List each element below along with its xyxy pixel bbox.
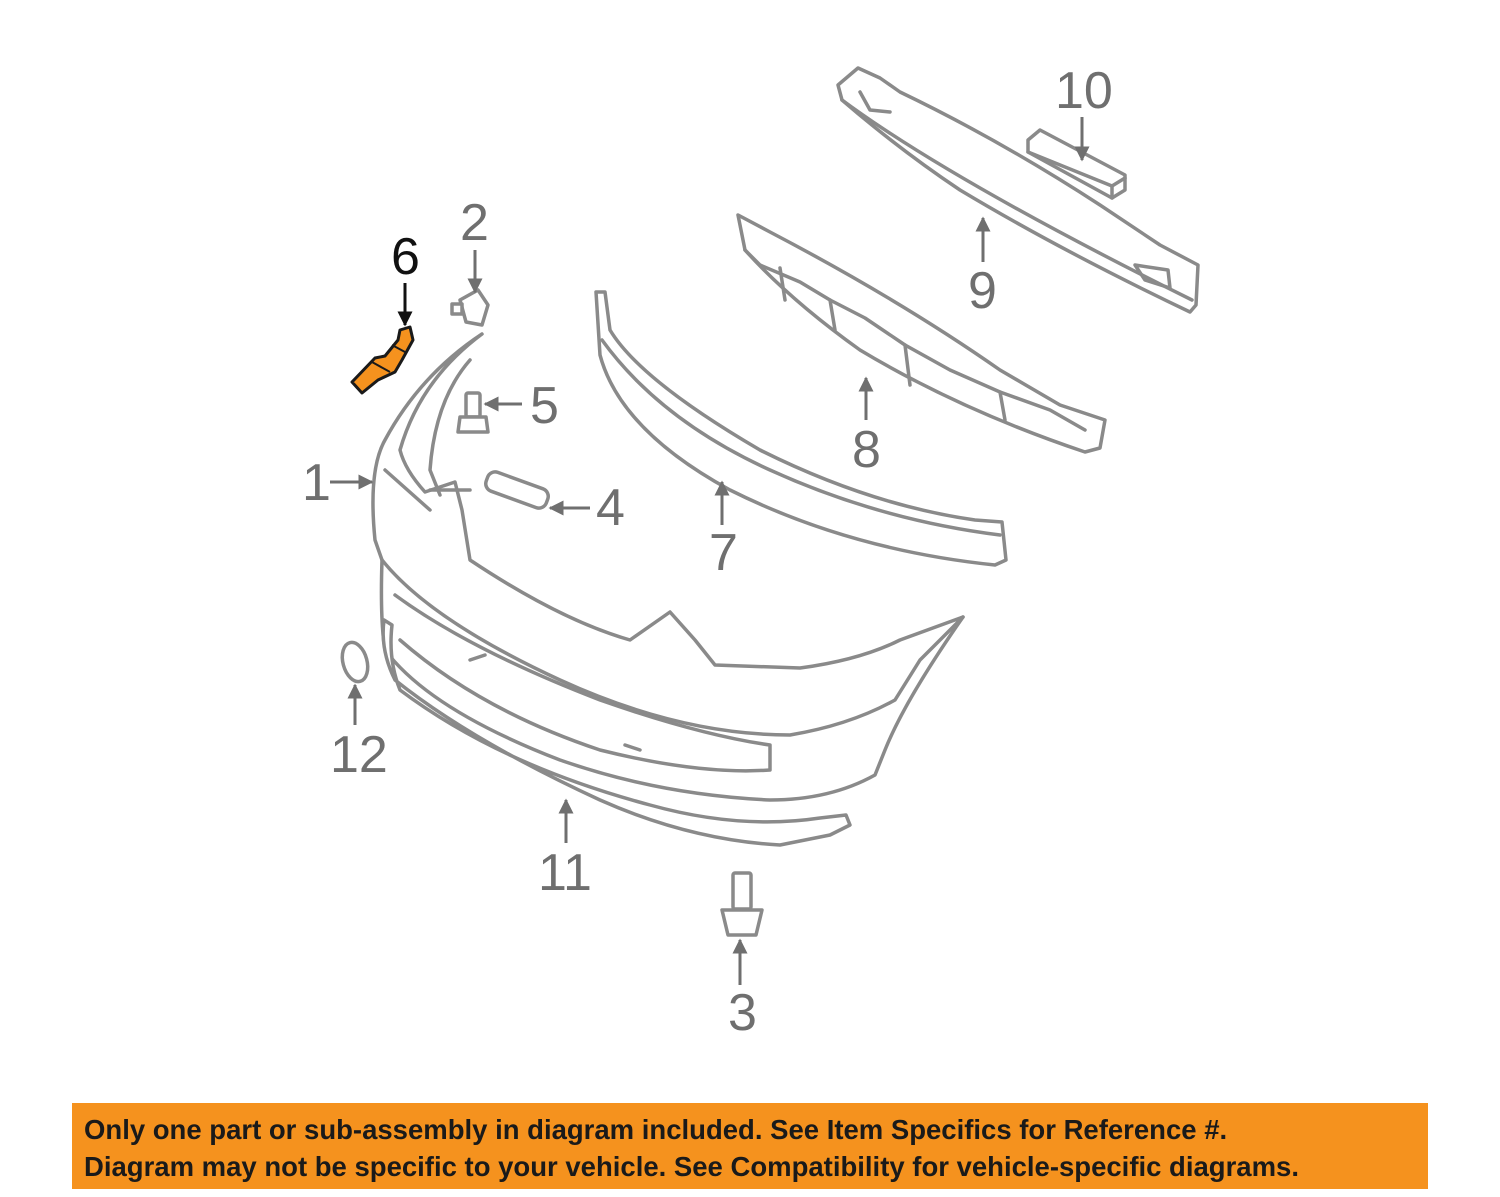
callout-8: 8 [852,421,881,479]
part-11-lower-lip [381,618,852,847]
callout-arrows [330,117,1090,985]
callout-1: 1 [302,454,331,512]
callout-11: 11 [538,844,592,902]
callout-6: 6 [391,228,420,286]
part-5-bolt [456,391,490,434]
part-7-retainer-strip [594,290,1008,567]
callout-9: 9 [968,262,997,320]
callout-5: 5 [530,377,559,435]
callout-7: 7 [709,524,738,582]
callout-labels: 1 2 3 4 5 6 7 8 9 10 11 12 [302,62,1113,1042]
part-12-cap [340,640,370,684]
part-3-bolt [720,871,764,937]
callout-4: 4 [596,479,625,537]
part-4-reflector [484,470,550,510]
callout-2: 2 [460,194,489,252]
part-10-bracket [1026,128,1127,200]
part-2-clip [450,288,490,327]
disclaimer-line-2: Diagram may not be specific to your vehi… [84,1151,1299,1182]
part-9-reinforcement-beam [836,66,1200,314]
callout-12: 12 [330,726,388,784]
part-8-energy-absorber [736,213,1107,454]
callout-3: 3 [728,984,757,1042]
part-6-bracket-highlighted [350,325,415,395]
disclaimer-line-1: Only one part or sub-assembly in diagram… [84,1114,1228,1145]
part-1-bumper-cover [371,332,965,802]
callout-10: 10 [1055,62,1113,120]
parts-diagram: 1 2 3 4 5 6 7 8 9 10 11 12 [302,62,1200,1042]
disclaimer-banner: Only one part or sub-assembly in diagram… [72,1103,1428,1189]
